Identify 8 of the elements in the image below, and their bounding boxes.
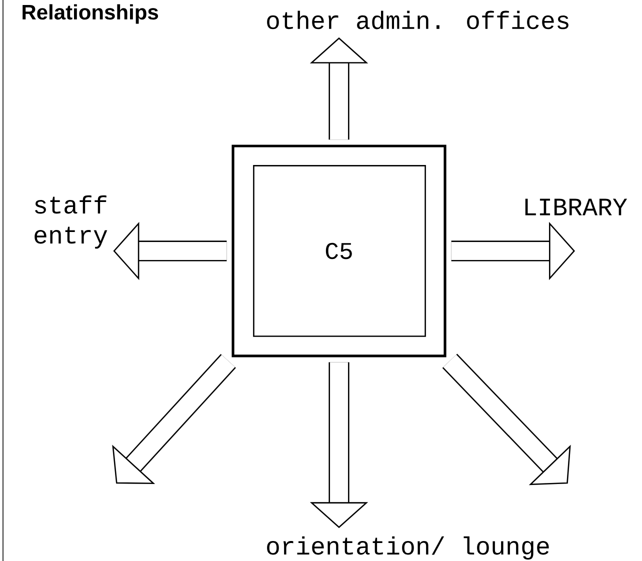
place-label: orientation/ lounge <box>267 536 549 560</box>
title: Relationships <box>22 4 158 24</box>
block-arrow <box>442 354 571 486</box>
block-arrow <box>112 354 236 484</box>
place-label: other admin. offices <box>267 10 568 30</box>
double-box: C5 <box>232 144 446 358</box>
place-label: staff entry <box>34 195 108 249</box>
place-label: LIBRARY <box>525 198 628 216</box>
